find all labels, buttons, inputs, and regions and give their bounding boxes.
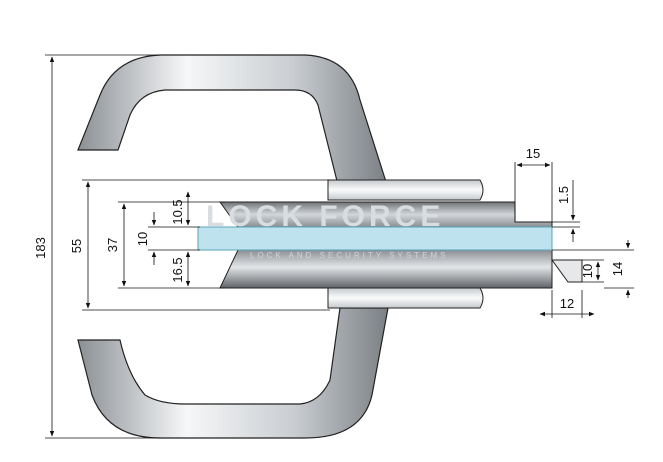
dim-upper-offset: 10.5 xyxy=(170,199,185,224)
dim-sleeve-height: 37 xyxy=(105,238,120,252)
dim-overall-height: 183 xyxy=(33,237,48,259)
lower-rose xyxy=(327,287,484,309)
dimension-lines xyxy=(45,54,634,439)
dim-glass-thickness: 10 xyxy=(135,232,150,246)
dim-step: 1.5 xyxy=(556,186,571,204)
dim-rose-height: 55 xyxy=(69,239,84,253)
glass-panel xyxy=(197,226,553,251)
dim-end-width: 12 xyxy=(560,296,574,311)
dim-end-height: 10 xyxy=(580,264,595,278)
upper-handle xyxy=(77,54,388,186)
watermark-logo: LOCK FORCE xyxy=(206,200,444,233)
lower-handle xyxy=(77,307,389,439)
upper-rose xyxy=(327,179,484,201)
dim-end-total: 14 xyxy=(610,262,625,276)
watermark-subtext: LOCK AND SECURITY SYSTEMS xyxy=(250,251,448,260)
dim-lower-offset: 16.5 xyxy=(170,257,185,282)
dim-spindle-length: 15 xyxy=(526,146,540,161)
